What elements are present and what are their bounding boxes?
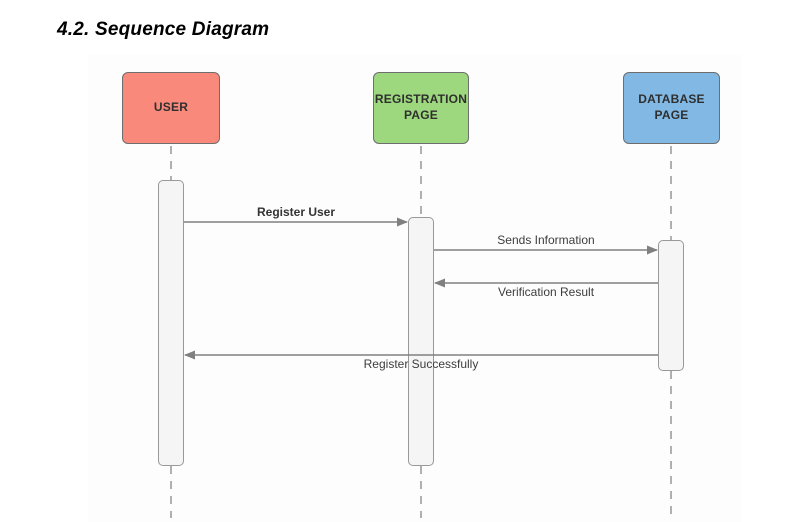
actor-label-database-page: DATABASE PAGE: [638, 92, 705, 122]
actor-box-registration-page: REGISTRATION PAGE: [373, 72, 469, 144]
message-label-sends-information: Sends Information: [497, 233, 595, 247]
message-label-register-user: Register User: [256, 205, 336, 219]
message-label-register-successfully: Register Successfully: [363, 357, 479, 371]
actor-label-user: USER: [153, 100, 189, 115]
actor-box-user: USER: [122, 72, 220, 144]
activation-bar-registration: [408, 217, 434, 466]
section-heading: 4.2. Sequence Diagram: [57, 19, 270, 40]
actor-label-registration-page: REGISTRATION PAGE: [374, 92, 468, 122]
activation-bar-user: [158, 180, 184, 466]
actor-box-database-page: DATABASE PAGE: [623, 72, 720, 144]
activation-bar-database: [658, 240, 684, 371]
message-label-verification-result: Verification Result: [497, 285, 595, 299]
